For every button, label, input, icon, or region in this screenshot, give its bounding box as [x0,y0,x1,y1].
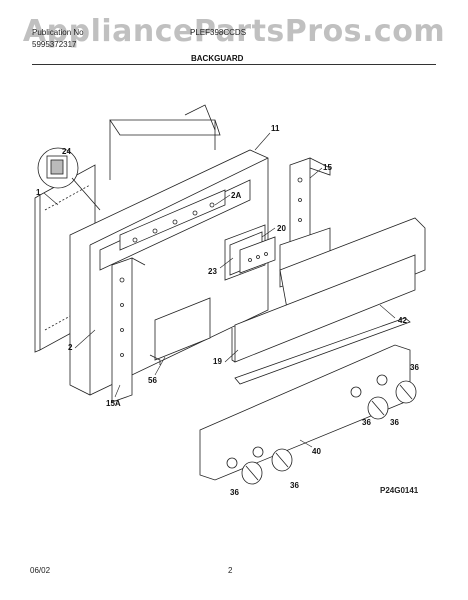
callout-42: 42 [398,316,407,325]
callout-labels: 24 1 11 15 2A 20 23 42 2 56 19 15A 36 36… [36,124,419,497]
bracket-part-2a [119,189,226,251]
callout-1: 1 [36,188,41,197]
callout-15a: 15A [106,399,121,408]
publication-label: Publication No [32,28,84,37]
trim-rail [234,317,411,385]
model-number: PLEF398CCDS [190,28,247,37]
callout-36-c: 36 [362,418,371,427]
rocker-switch-part-24 [37,147,101,211]
diagram-code: P24G0141 [380,486,419,495]
callout-2a: 2A [231,191,241,200]
publication-number: 5995372317 [32,40,77,49]
callout-36-b: 36 [390,418,399,427]
callout-24: 24 [62,147,71,156]
front-panel-part-19 [231,254,416,363]
callout-11: 11 [271,124,280,133]
callout-36-a: 36 [410,363,419,372]
section-title: BACKGUARD [191,54,244,63]
page-number: 2 [228,566,233,575]
bracket-part-56 [149,297,211,365]
header-rule [32,64,436,65]
callout-20: 20 [277,224,286,233]
callout-36-e: 36 [290,481,299,490]
callout-23: 23 [208,267,217,276]
callout-15: 15 [323,163,332,172]
watermark-logo: AppliancePartsPros.com [22,14,446,49]
callout-2: 2 [68,343,73,352]
control-overlay-part-20 [239,236,276,274]
callout-40: 40 [312,447,321,456]
callout-leaders [43,132,396,448]
callout-36-d: 36 [230,488,239,497]
callout-56: 56 [148,376,157,385]
footer-date: 06/02 [30,566,51,575]
callout-19: 19 [213,357,222,366]
side-bracket-part-15a [111,257,146,403]
knob-part-36 [241,380,417,485]
